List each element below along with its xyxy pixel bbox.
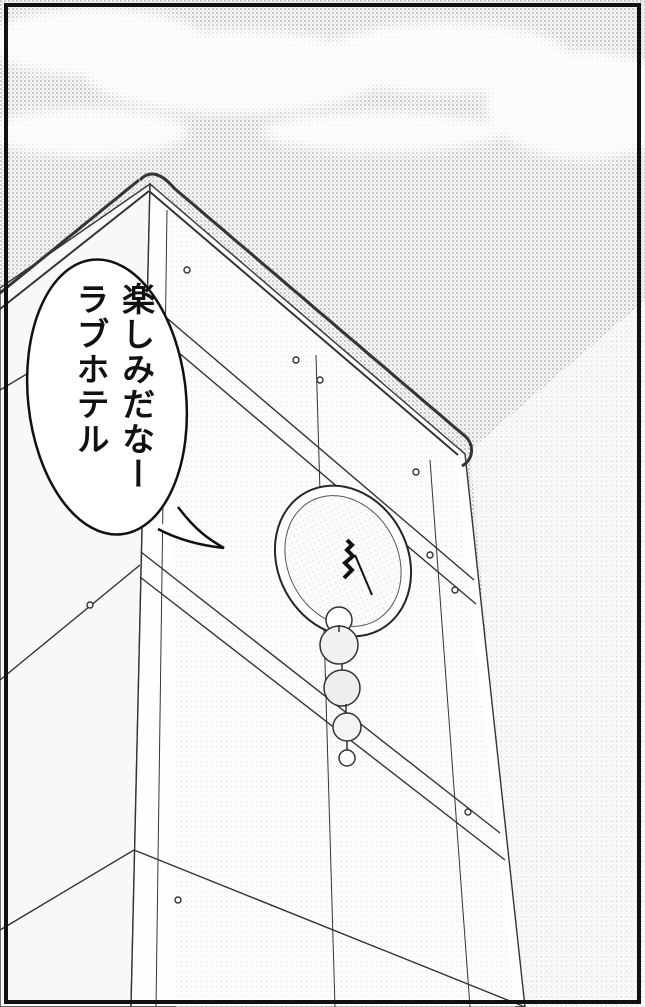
roof-edge-front bbox=[138, 172, 473, 468]
right-sky-lighter-area bbox=[470, 300, 645, 1007]
front-vertical-2 bbox=[429, 459, 471, 1007]
front-band-1 bbox=[147, 301, 475, 581]
speech-bubble-text: 楽しみだなー ラブホテル bbox=[58, 282, 168, 512]
speech-bubble bbox=[25, 258, 225, 550]
hotel-sign-icon bbox=[273, 484, 413, 767]
roof-edge-left bbox=[0, 178, 140, 295]
front-band-3 bbox=[133, 849, 526, 1007]
clouds bbox=[0, 8, 645, 159]
panel-border bbox=[4, 3, 641, 1004]
left-band-3 bbox=[0, 849, 135, 931]
front-band-2 bbox=[140, 551, 501, 834]
roof-edge-left-inner bbox=[0, 190, 150, 310]
front-band-2-inner bbox=[139, 576, 506, 861]
front-band-1-inner bbox=[145, 324, 477, 605]
left-band-2 bbox=[0, 564, 141, 681]
roof-edge-inner bbox=[148, 190, 459, 456]
speech-line-2: ラブホテル bbox=[71, 282, 110, 457]
speech-line-1: 楽しみだなー bbox=[116, 282, 156, 492]
